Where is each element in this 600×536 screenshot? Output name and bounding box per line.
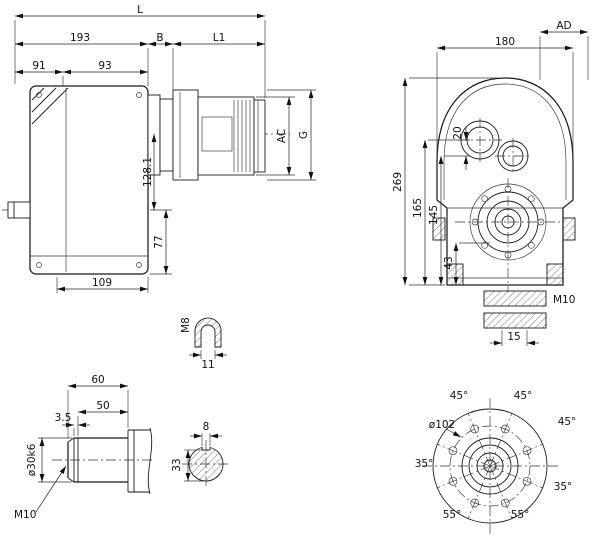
dim-label-L1: L1 [213, 32, 226, 44]
dim-label-109: 109 [92, 277, 112, 289]
dim-label-145: 145 [428, 205, 440, 225]
angle-label-45-3: 45° [558, 416, 577, 428]
cover-section-detail: M10 15 [483, 290, 575, 346]
dim-label-60: 60 [91, 374, 104, 386]
dim-label-AC: AC [276, 129, 288, 143]
motor [147, 89, 266, 181]
dim-label-269: 269 [392, 172, 404, 192]
dim-label-20: 20 [452, 126, 464, 139]
dim-label-L: L [137, 4, 143, 16]
flange-view: ø102 45° 45° 45° 35° 35° 55° 55° [415, 390, 577, 534]
angle-label-45-1: 45° [450, 390, 469, 402]
dim-label-91: 91 [32, 60, 45, 72]
output-shaft [7, 201, 31, 219]
dim-label-bolt-circle: ø102 [429, 419, 455, 431]
dim-label-43: 43 [443, 256, 455, 269]
angle-label-35-1: 35° [415, 458, 434, 470]
angle-label-35-2: 35° [554, 481, 573, 493]
dim-label-93: 93 [98, 60, 111, 72]
angle-label-45-2: 45° [514, 390, 533, 402]
thread-label-shaft-M10: M10 [14, 509, 36, 521]
side-view: L 193 B L1 91 93 128.1 77 109 AC G [2, 4, 316, 293]
shaft-detail: 60 50 3.5 ø30k6 M10 [14, 374, 153, 521]
dim-label-180: 180 [495, 36, 515, 48]
angle-label-55-2: 55° [511, 509, 530, 521]
bore-detail: 8 33 [171, 421, 230, 488]
eyebolt-detail: M8 11 [180, 317, 227, 371]
dim-label-3-5: 3.5 [55, 412, 72, 424]
dim-label-193: 193 [70, 32, 90, 44]
dim-label-B: B [156, 32, 163, 44]
dim-label-50: 50 [96, 400, 109, 412]
front-view: 180 AD 269 165 145 43 20 [392, 20, 589, 292]
dim-label-AD: AD [556, 20, 571, 32]
dim-label-128-1: 128.1 [142, 157, 154, 187]
thread-label-M10: M10 [553, 294, 575, 306]
dim-label-shaft-dia: ø30k6 [26, 443, 38, 476]
dim-label-77: 77 [153, 235, 165, 248]
dim-label-15: 15 [507, 331, 520, 343]
dim-label-165: 165 [412, 198, 424, 218]
dim-label-G: G [298, 131, 310, 139]
thread-label-M8: M8 [180, 317, 192, 333]
angle-label-55-1: 55° [443, 509, 462, 521]
dim-label-33: 33 [171, 458, 183, 471]
dim-label-8: 8 [203, 421, 210, 433]
dim-label-11: 11 [201, 359, 214, 371]
